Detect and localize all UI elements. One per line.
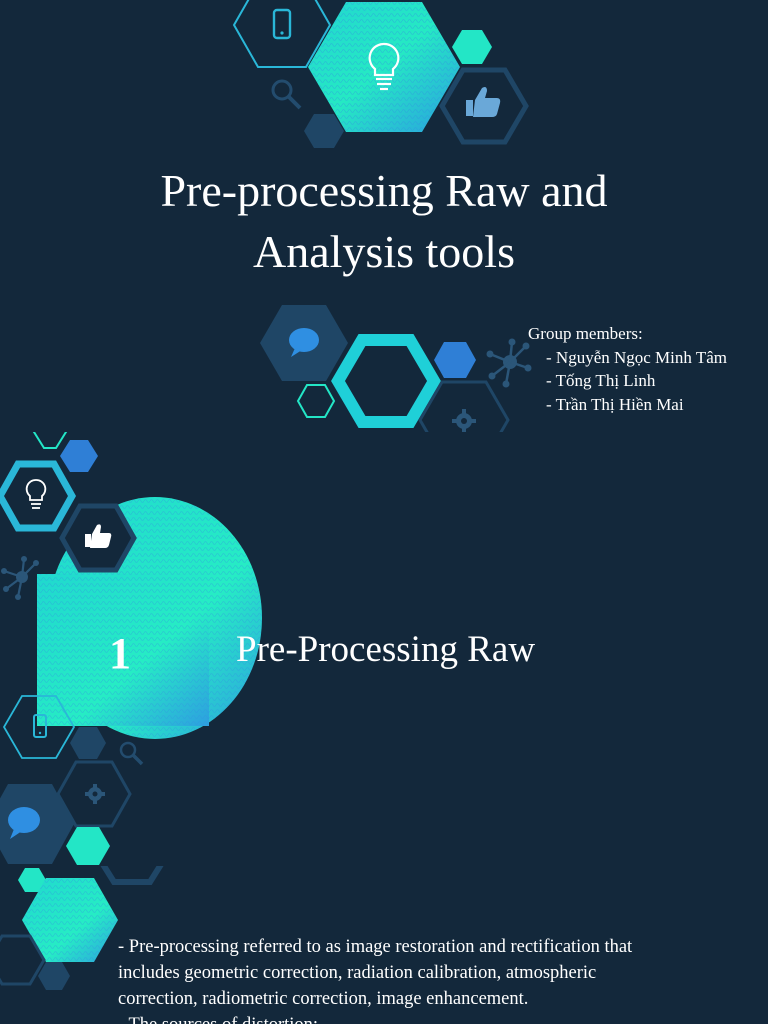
magnifier-icon [271,79,302,110]
section-number: 1 [109,629,131,678]
hexagon-small [304,114,344,148]
title-line: Analysis tools [253,226,515,277]
body-line: includes geometric correction, radiation… [118,963,597,983]
thumbs-up-icon [85,524,112,548]
body-line: - Pre-processing referred to as image re… [118,937,633,957]
body-line: - The sources of distortion: [118,1012,758,1024]
gear-icon [452,409,476,432]
thumbs-up-icon [466,87,501,117]
hexagon-outline [418,380,510,432]
hexagon-outline [0,934,46,986]
hexagon-outline [232,0,332,68]
body-line: correction, radiometric correction, imag… [118,989,529,1009]
chat-bubble-icon [289,328,319,357]
content-slide: - Pre-processing referred to as image re… [0,866,768,1024]
hexagon-outline [56,760,132,828]
magnifier-icon [119,741,144,766]
hexagon-decoration [232,0,532,432]
lightbulb-icon [368,42,400,91]
title-slide: Pre-processing Raw and Analysis tools Gr… [0,0,768,432]
hexagon-small [452,30,492,64]
chat-bubble-icon [8,807,40,839]
gear-icon [85,784,105,804]
network-icon [1,556,39,600]
lightbulb-icon [25,479,47,509]
hexagon-outline [32,432,68,449]
hexagon-decoration [0,432,262,865]
hexagon-small [70,727,106,759]
group-members: Group members: - Nguyễn Ngọc Minh Tâm - … [528,322,727,416]
title-line: Pre-processing Raw and [160,165,608,216]
hexagon-small [38,962,70,990]
body-text: - Pre-processing referred to as image re… [118,934,758,1024]
hexagon-outline [331,334,441,428]
hexagon-decoration [0,866,164,990]
hexagon-outline [2,695,76,759]
member-item: - Nguyễn Ngọc Minh Tâm [546,347,727,367]
hexagon-small [434,342,476,378]
hexagon-outline [100,866,164,885]
member-item: - Trần Thị Hiền Mai [546,394,684,414]
hexagon-small [18,868,46,892]
hexagon-small [60,440,98,472]
slide-title: Pre-processing Raw and Analysis tools [0,160,768,282]
hexagon-outline [296,384,336,418]
network-icon [486,338,532,388]
phone-icon [33,714,47,738]
phone-icon [272,8,292,40]
section-slide: 1 Pre-Processing Raw [0,432,768,866]
member-item: - Tống Thị Linh [546,371,656,390]
section-title: Pre-Processing Raw [236,629,536,670]
hexagon-outline [439,67,529,145]
hexagon-small [66,827,110,865]
hexagon-outline [0,460,77,532]
members-heading: Group members: [528,324,643,343]
